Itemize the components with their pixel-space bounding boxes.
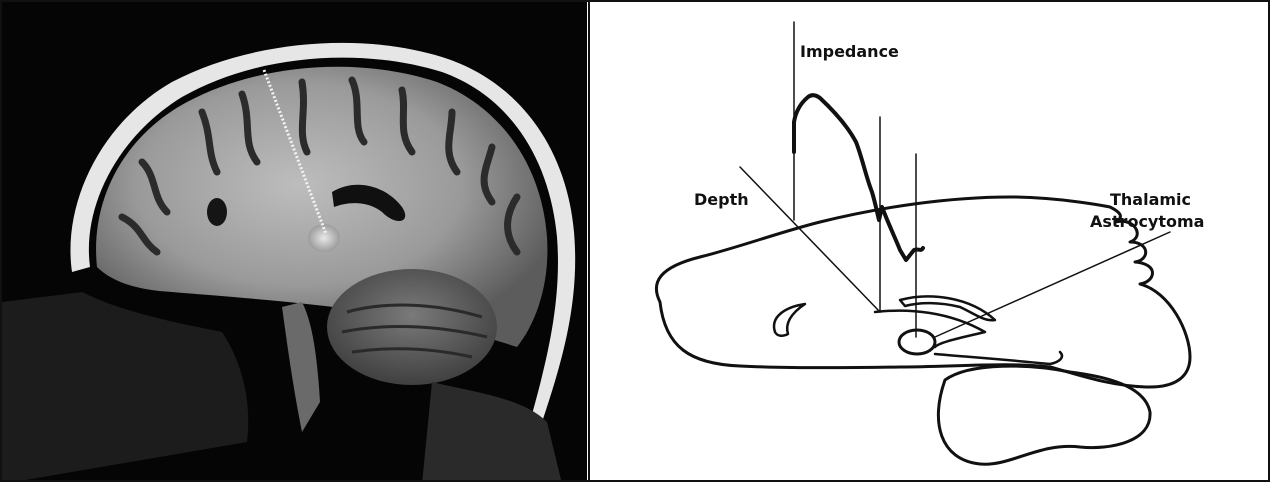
lesion-outline xyxy=(899,330,935,354)
depth-label: Depth xyxy=(694,190,749,209)
tentorium-line xyxy=(935,352,1062,364)
face-soft-tissue xyxy=(2,292,248,482)
impedance-trace xyxy=(794,95,923,260)
ventricle-outline xyxy=(774,304,805,336)
ventricle-small xyxy=(207,198,227,226)
callosum-underline xyxy=(875,311,985,347)
thalamic-label: Thalamic xyxy=(1110,190,1191,209)
schematic-panel: Impedance Depth Thalamic Astrocytoma xyxy=(588,2,1270,482)
astrocytoma-pointer xyxy=(935,232,1170,337)
impedance-label: Impedance xyxy=(800,42,899,61)
mri-panel xyxy=(2,2,587,482)
mri-image xyxy=(2,2,587,482)
astrocytoma-label: Astrocytoma xyxy=(1090,212,1204,231)
schematic-diagram: Impedance Depth Thalamic Astrocytoma xyxy=(590,2,1270,482)
brainstem xyxy=(282,302,320,432)
cerebellum-outline xyxy=(938,366,1150,464)
